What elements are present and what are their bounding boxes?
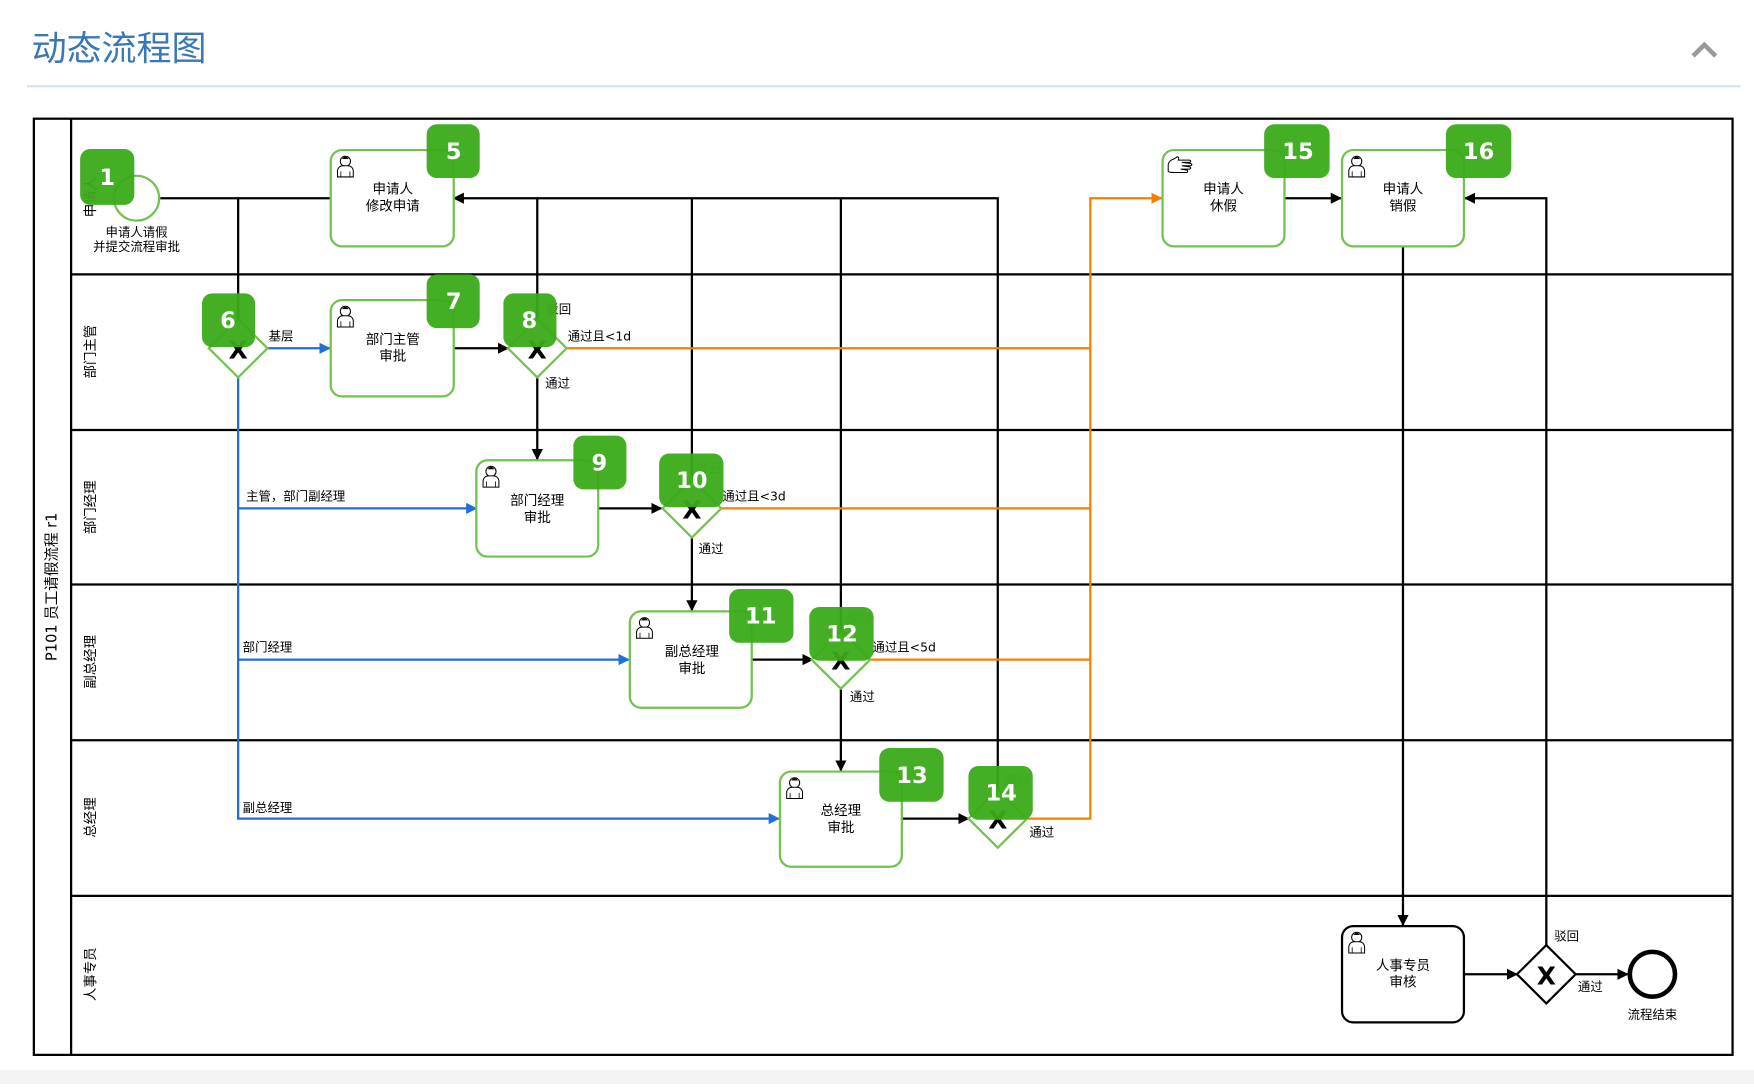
svg-text:7: 7 xyxy=(446,289,462,315)
page-title: 动态流程图 xyxy=(32,30,207,70)
svg-text:6: 6 xyxy=(220,308,236,334)
svg-text:16: 16 xyxy=(1463,139,1494,165)
step-badge: 16 xyxy=(1445,124,1512,179)
lane-label: 副总经理 xyxy=(83,634,99,688)
step-badge: 5 xyxy=(426,124,480,179)
step-badge: 14 xyxy=(968,765,1033,820)
svg-text:15: 15 xyxy=(1282,139,1313,165)
step-badge: 7 xyxy=(426,274,480,329)
svg-text:部门经理: 部门经理 xyxy=(510,493,565,509)
task-gm[interactable]: 总经理 审批 xyxy=(778,770,903,868)
pool xyxy=(32,117,1734,1057)
routing-flows xyxy=(237,342,780,825)
step-badge: 15 xyxy=(1264,124,1330,179)
svg-text:5: 5 xyxy=(446,139,462,165)
svg-text:11: 11 xyxy=(745,604,776,630)
svg-text:通过且<5d: 通过且<5d xyxy=(872,641,935,655)
svg-text:审批: 审批 xyxy=(379,349,406,365)
svg-text:申请人: 申请人 xyxy=(1383,182,1424,198)
task-supervisor[interactable]: 部门主管 审批 xyxy=(329,298,455,398)
svg-text:休假: 休假 xyxy=(1210,199,1238,215)
svg-text:通过: 通过 xyxy=(1029,826,1054,840)
end-label: 流程结束 xyxy=(1628,1007,1678,1022)
svg-text:部门主管: 部门主管 xyxy=(366,332,420,348)
svg-text:申请人: 申请人 xyxy=(372,182,413,198)
task-hr[interactable]: 人事专员 审核 xyxy=(1340,924,1466,1024)
active-flows xyxy=(566,192,1163,820)
task-modify[interactable]: 申请人 修改申请 xyxy=(329,148,455,248)
step-badge: 13 xyxy=(879,748,944,802)
svg-text:审批: 审批 xyxy=(827,820,854,836)
sequence-flows xyxy=(160,192,1629,980)
svg-text:审核: 审核 xyxy=(1389,975,1416,991)
chevron-up-icon[interactable] xyxy=(1691,41,1718,58)
svg-text:审批: 审批 xyxy=(678,661,705,677)
svg-text:人事专员: 人事专员 xyxy=(1376,958,1430,974)
svg-text:副总经理: 副总经理 xyxy=(243,800,293,815)
svg-text:1: 1 xyxy=(99,165,115,191)
svg-text:修改申请: 修改申请 xyxy=(366,199,420,215)
svg-text:通过: 通过 xyxy=(850,690,875,704)
step-badge: 10 xyxy=(659,453,724,508)
start-label: 申请人请假 xyxy=(106,225,168,239)
lane-label: 部门主管 xyxy=(83,325,99,379)
step-badge: 11 xyxy=(729,589,794,643)
gateway-hr[interactable]: X xyxy=(1515,943,1578,1005)
pool-title: P101 员工请假流程 r1 xyxy=(43,513,60,661)
start-label: 并提交流程审批 xyxy=(93,239,180,254)
svg-text:通过且<1d: 通过且<1d xyxy=(568,329,631,343)
svg-text:主管，部门副经理: 主管，部门副经理 xyxy=(246,489,345,504)
svg-text:申请人: 申请人 xyxy=(1203,182,1244,198)
page-footer xyxy=(0,1070,1754,1084)
task-leave[interactable]: 申请人 休假 xyxy=(1161,148,1286,248)
svg-text:8: 8 xyxy=(522,308,538,334)
svg-text:通过: 通过 xyxy=(1578,980,1603,994)
step-badge: 1 xyxy=(80,148,135,205)
svg-text:驳回: 驳回 xyxy=(1554,930,1579,944)
lane-dividers xyxy=(71,273,1733,897)
lane-label: 部门经理 xyxy=(83,480,99,534)
svg-text:销假: 销假 xyxy=(1389,199,1417,215)
svg-text:部门经理: 部门经理 xyxy=(243,640,293,655)
step-badge: 12 xyxy=(809,606,874,661)
x-icon: X xyxy=(1537,961,1556,990)
svg-text:通过: 通过 xyxy=(699,542,724,556)
task-manager[interactable]: 部门经理 审批 xyxy=(475,459,600,558)
step-badge: 9 xyxy=(573,435,627,490)
task-cancel[interactable]: 申请人 销假 xyxy=(1340,148,1466,248)
lane-label: 人事专员 xyxy=(83,947,99,1001)
step-badge: 8 xyxy=(503,293,557,348)
svg-text:总经理: 总经理 xyxy=(821,803,862,819)
svg-text:12: 12 xyxy=(826,622,857,648)
svg-text:13: 13 xyxy=(896,763,927,789)
step-badge: 6 xyxy=(202,293,256,348)
svg-text:审批: 审批 xyxy=(524,510,551,526)
lane-label: 总经理 xyxy=(83,797,99,838)
svg-text:副总经理: 副总经理 xyxy=(665,644,720,660)
svg-text:10: 10 xyxy=(676,468,707,494)
task-vp[interactable]: 副总经理 审批 xyxy=(628,610,753,709)
svg-text:14: 14 xyxy=(985,781,1016,807)
svg-text:通过: 通过 xyxy=(545,377,570,391)
end-event[interactable] xyxy=(1627,949,1678,999)
svg-text:9: 9 xyxy=(591,450,607,476)
svg-text:基层: 基层 xyxy=(269,329,294,343)
svg-text:通过且<3d: 通过且<3d xyxy=(722,490,785,504)
